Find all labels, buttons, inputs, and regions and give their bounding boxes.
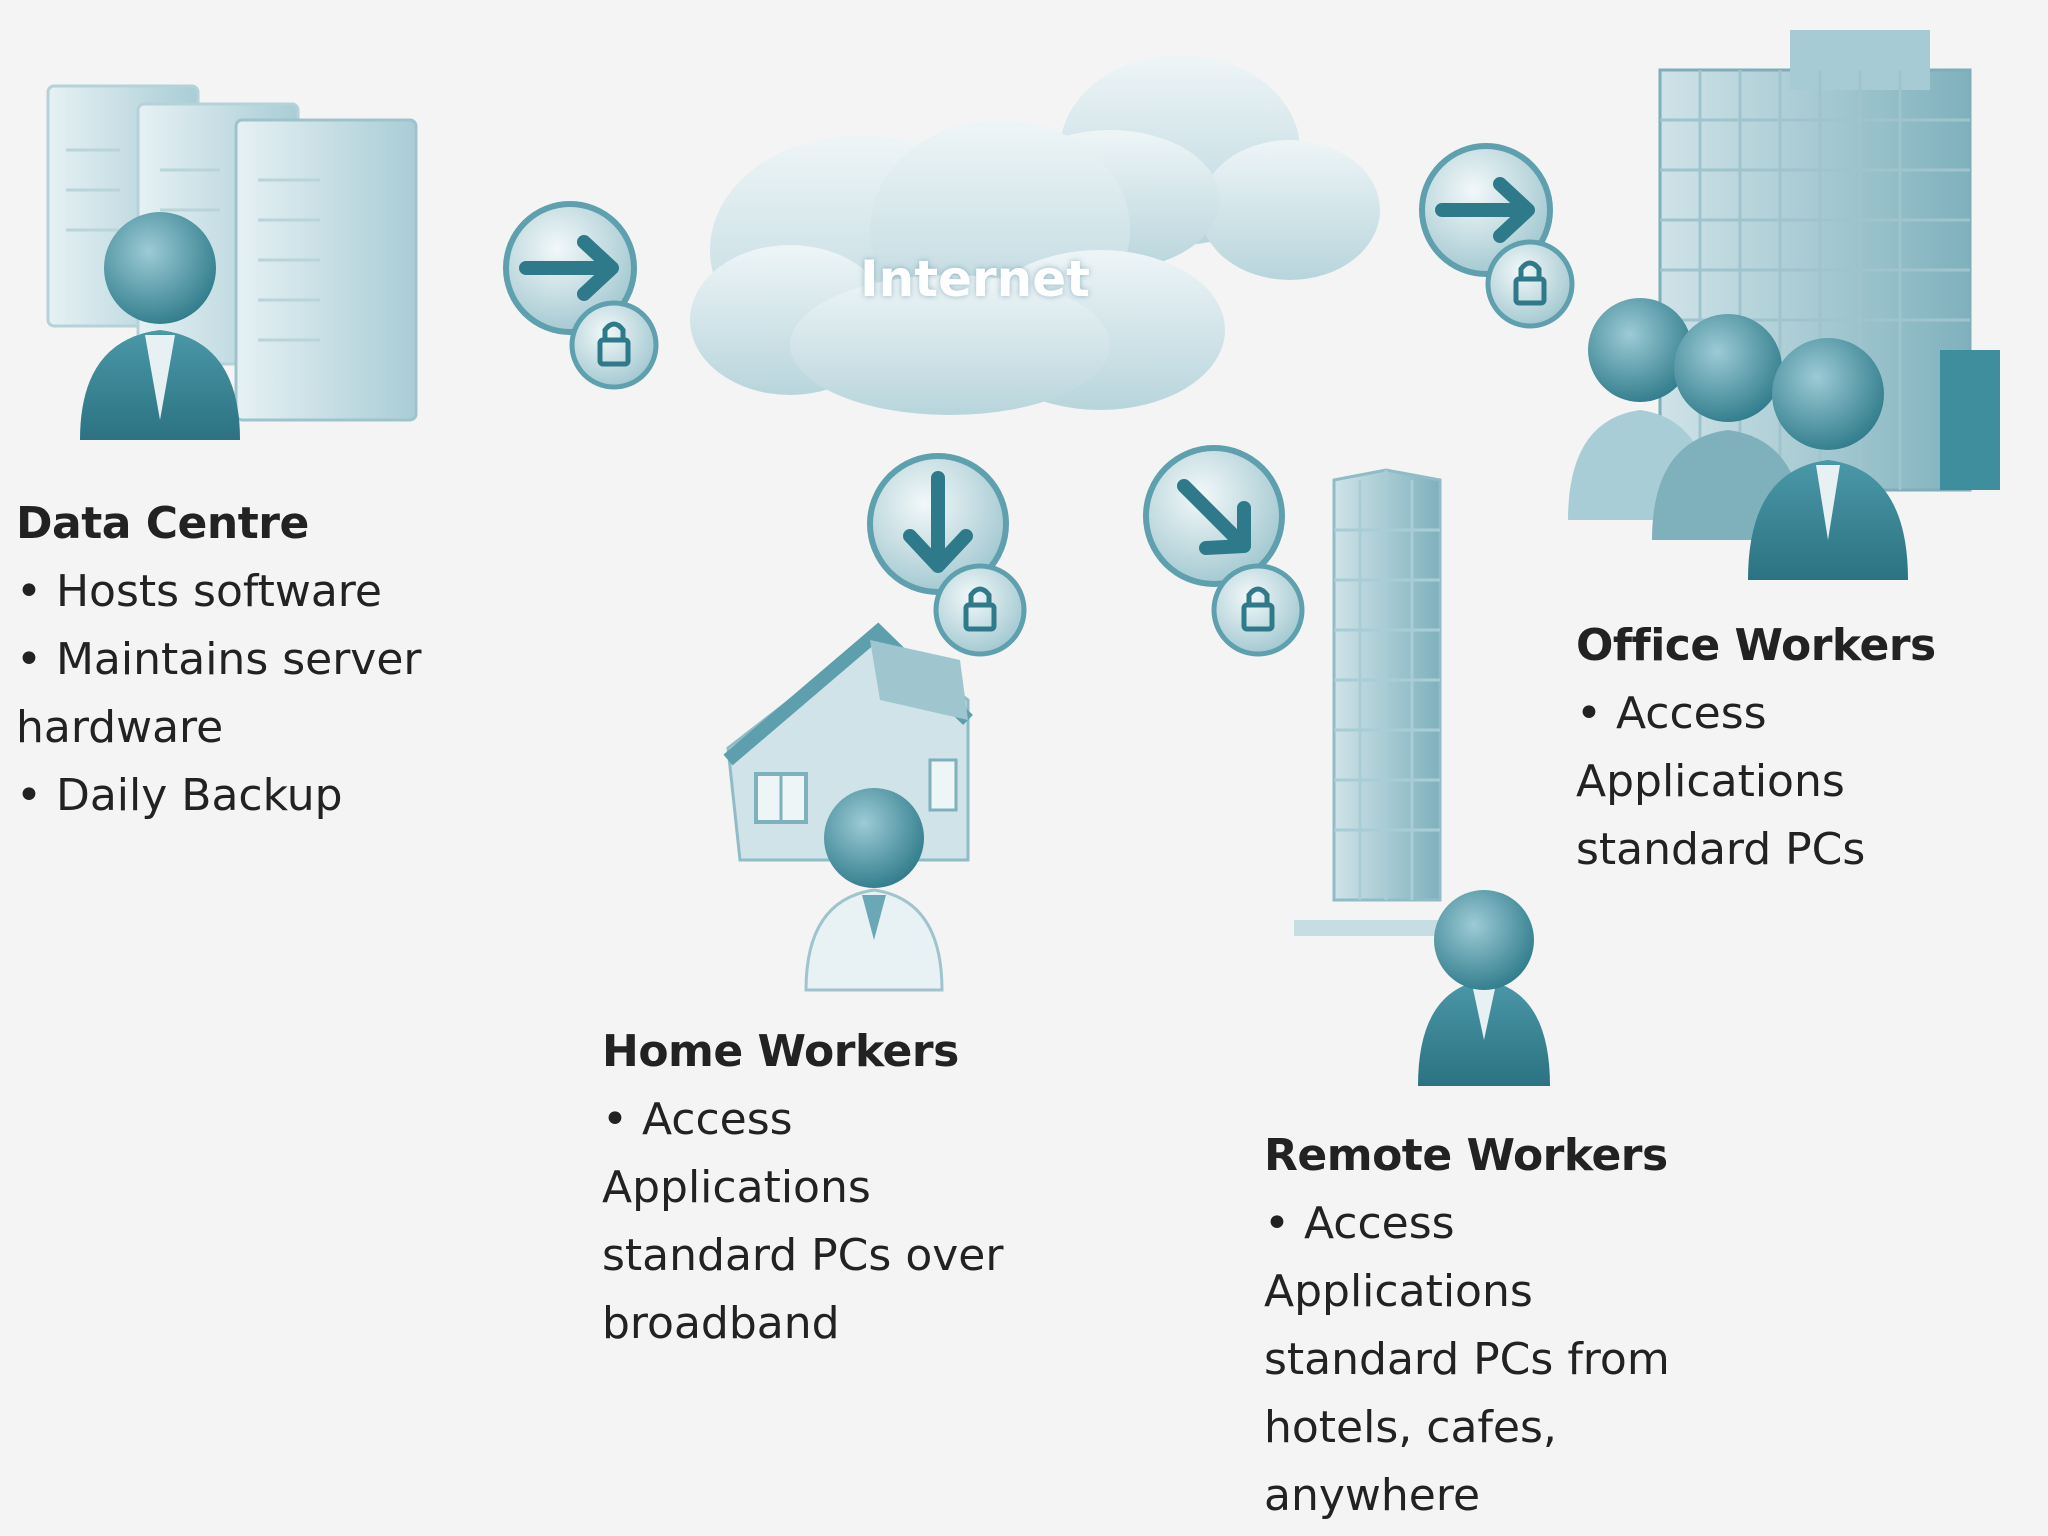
remote-workers-heading: Remote Workers: [1264, 1130, 1668, 1181]
skyscraper-icon: [1294, 468, 1444, 936]
data-centre-item: Daily Backup: [16, 762, 456, 830]
person-icon: [80, 212, 240, 440]
group-icon: [1568, 298, 1908, 580]
home-workers-item: Access Applications standard PCs over br…: [602, 1086, 1022, 1358]
office-workers-heading: Office Workers: [1576, 620, 1936, 671]
cloud-icon: [690, 55, 1380, 415]
person-icon: [1418, 890, 1550, 1086]
remote-workers-item: Access Applications standard PCs from ho…: [1264, 1190, 1684, 1530]
arrow-lock-icon: [503, 201, 659, 390]
arrow-lock-icon: [867, 453, 1027, 657]
data-centre-description: Data Centre Hosts software Maintains ser…: [16, 490, 456, 830]
arrow-lock-icon: [1143, 445, 1305, 657]
remote-workers-description: Remote Workers Access Applications stand…: [1264, 1122, 1684, 1530]
home-workers-description: Home Workers Access Applications standar…: [602, 1018, 1022, 1358]
arrow-lock-icon: [1419, 143, 1575, 329]
home-workers-heading: Home Workers: [602, 1026, 959, 1077]
person-icon: [804, 788, 944, 992]
office-workers-item: Access Applications standard PCs: [1576, 680, 2046, 884]
office-workers-description: Office Workers Access Applications stand…: [1576, 612, 2046, 884]
data-centre-item: Hosts software: [16, 558, 456, 626]
data-centre-heading: Data Centre: [16, 498, 309, 549]
data-centre-item: Maintains server hardware: [16, 626, 456, 762]
internet-label: Internet: [860, 250, 1091, 308]
